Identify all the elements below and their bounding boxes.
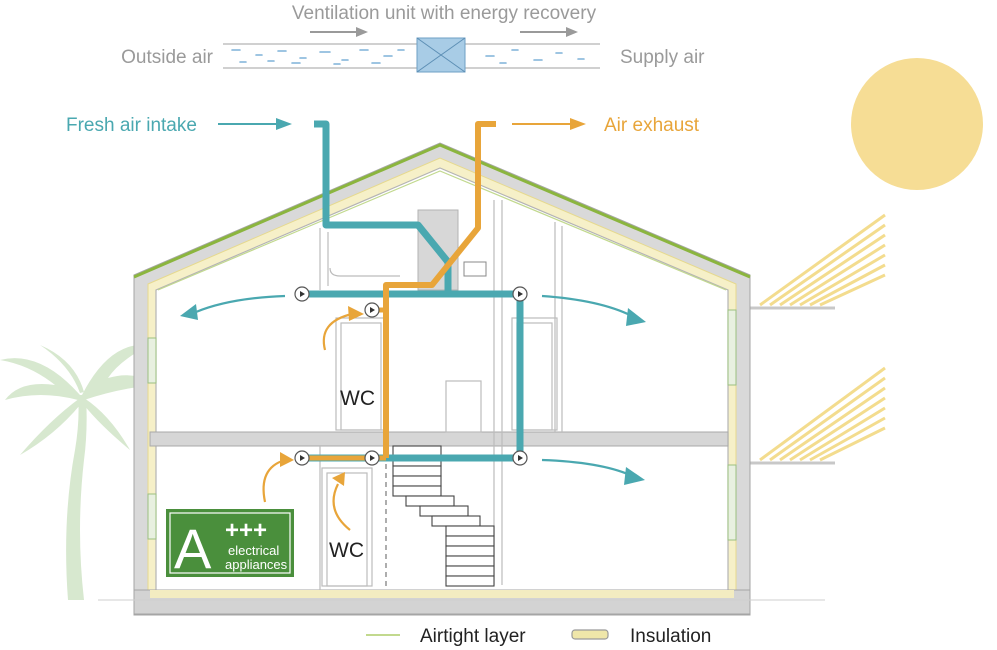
interior-walls: [319, 200, 563, 590]
sun-icon: [851, 58, 983, 190]
insulation-swatch: [571, 629, 609, 640]
supply-air-label: Supply air: [620, 47, 705, 68]
energy-grade: A: [174, 517, 212, 580]
outside-air-label: Outside air: [121, 47, 214, 68]
fresh-air-intake-label: Fresh air intake: [66, 115, 197, 136]
sun-rays-icon: [759, 213, 886, 462]
ventilation-unit-schematic: Ventilation unit with energy recovery Ou…: [121, 3, 705, 73]
airflow-arrows: [195, 294, 633, 531]
wc-label-lower: WC: [329, 539, 364, 562]
insulation-label: Insulation: [630, 626, 711, 647]
ventilation-unit-title: Ventilation unit with energy recovery: [292, 3, 597, 24]
energy-label-badge: A +++ electrical appliances: [166, 509, 294, 580]
palm-tree-icon: [0, 344, 155, 600]
wc-label-upper: WC: [340, 387, 375, 410]
legend: Airtight layer Insulation: [366, 626, 711, 647]
air-exhaust-label: Air exhaust: [604, 115, 700, 136]
energy-pluses: +++: [225, 517, 267, 544]
airflow-arrowheads: [180, 304, 646, 486]
energy-line1: electrical: [228, 543, 279, 558]
house-shell: [98, 142, 825, 616]
energy-line2: appliances: [225, 557, 288, 572]
airtight-layer-label: Airtight layer: [420, 626, 526, 647]
